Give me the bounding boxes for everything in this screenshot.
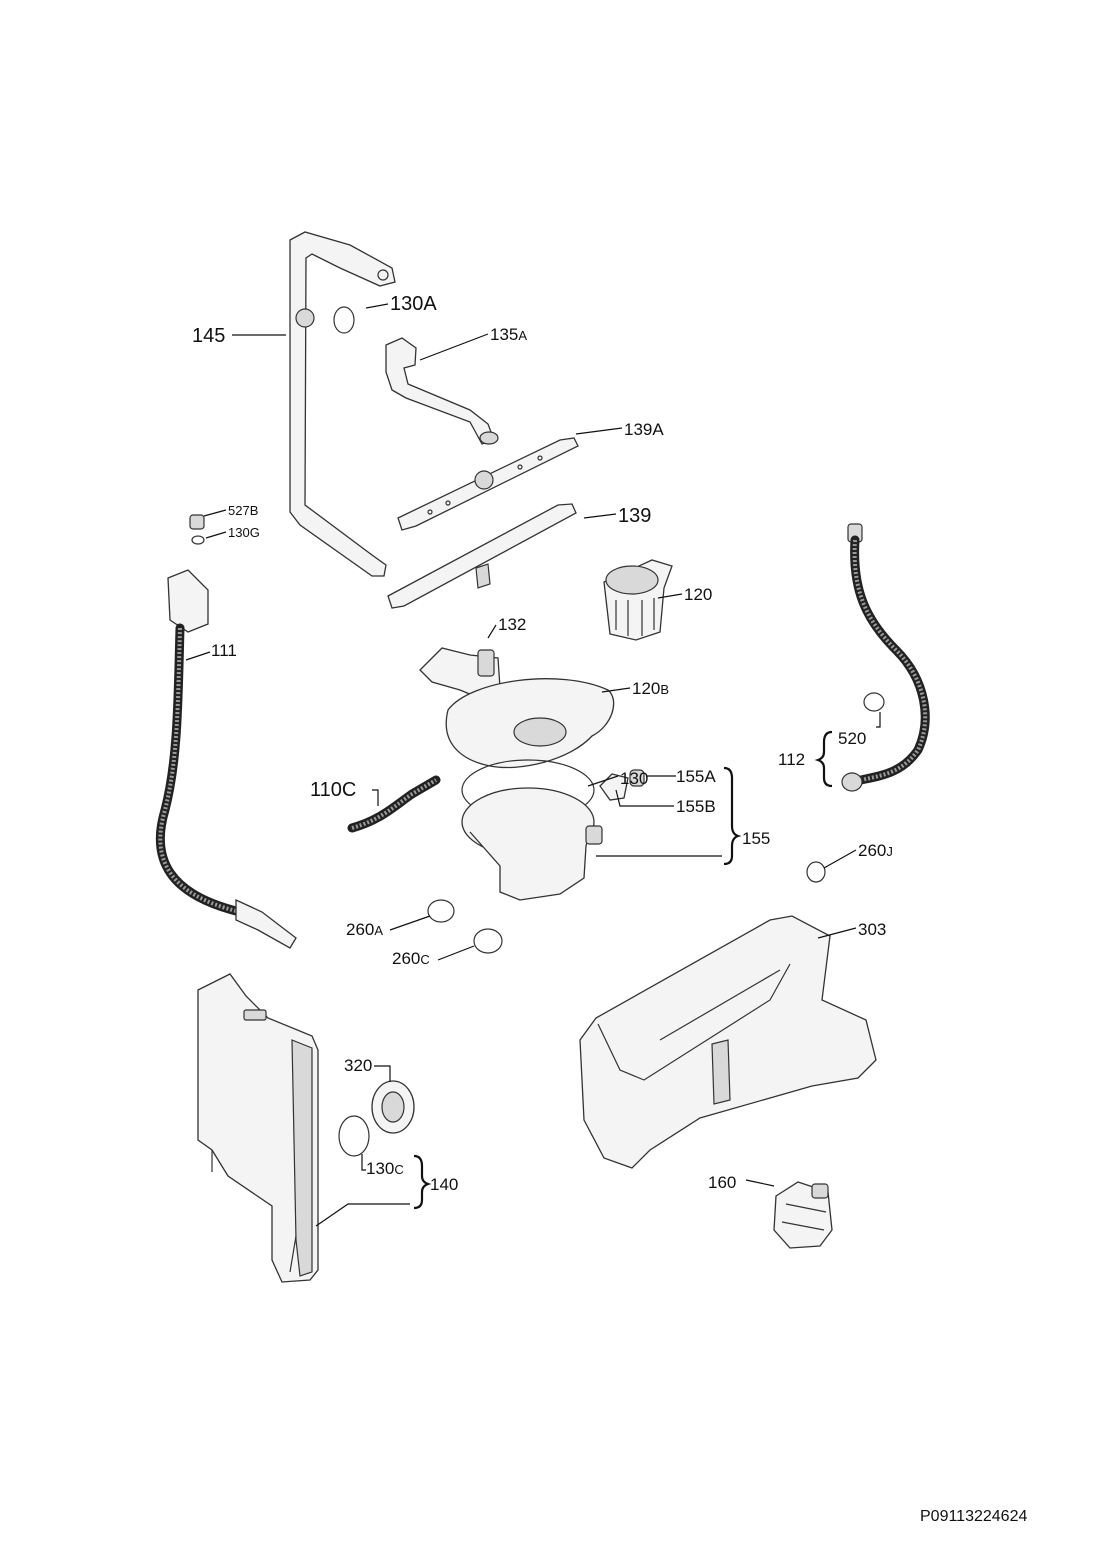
clamp-260c[interactable] — [473, 928, 503, 954]
label-140: 140 — [430, 1175, 458, 1194]
label-139a: 139A — [624, 420, 664, 439]
label-132: 132 — [498, 615, 526, 634]
upper-spray-arm-139a[interactable] — [397, 437, 579, 531]
part-labels: 145 130A 135A 139A 139 527B 130G 111 132… — [192, 293, 893, 1194]
drain-hose-112[interactable] — [841, 523, 930, 792]
label-320: 320 — [344, 1056, 372, 1075]
label-130g: 130G — [228, 525, 260, 540]
arm-connector-135a[interactable] — [385, 337, 499, 445]
label-130: 130 — [620, 769, 648, 788]
brace-112 — [814, 730, 833, 788]
seal-320[interactable] — [371, 1080, 415, 1134]
label-160: 160 — [708, 1173, 736, 1192]
clamp-260a[interactable] — [427, 899, 455, 923]
label-527b: 527B — [228, 503, 258, 518]
label-112: 112 — [778, 750, 805, 769]
brace-140 — [413, 1154, 432, 1210]
document-code: P09113224624 — [920, 1508, 1028, 1525]
ring-130g[interactable] — [191, 535, 205, 545]
brace-155 — [723, 766, 742, 866]
clamp-260j[interactable] — [806, 861, 826, 883]
label-260j: 260J — [858, 841, 893, 860]
filter-120[interactable] — [603, 559, 673, 641]
gasket-130c[interactable] — [338, 1115, 370, 1157]
label-110c: 110C — [310, 779, 356, 801]
label-155b: 155B — [676, 797, 716, 816]
shield-120b[interactable] — [445, 678, 615, 769]
label-260a: 260A — [346, 920, 383, 939]
lower-spray-arm-139[interactable] — [387, 503, 577, 609]
pump-160[interactable] — [773, 1181, 833, 1249]
label-130a: 130A — [390, 293, 437, 315]
label-120: 120 — [684, 585, 712, 604]
label-130c: 130C — [366, 1159, 404, 1178]
label-145: 145 — [192, 325, 225, 347]
sump-assembly[interactable] — [461, 787, 603, 901]
base-frame-303[interactable] — [579, 915, 877, 1169]
gasket-130a[interactable] — [333, 306, 355, 334]
label-303: 303 — [858, 920, 886, 939]
label-111: 111 — [211, 641, 237, 660]
label-120b: 120B — [632, 679, 669, 698]
clip-520[interactable] — [863, 692, 885, 712]
label-155: 155 — [742, 829, 770, 848]
inlet-hose-111[interactable] — [155, 569, 297, 949]
label-155a: 155A — [676, 767, 716, 786]
part-155a[interactable] — [629, 769, 645, 787]
label-135a: 135A — [490, 325, 527, 344]
label-260c: 260C — [392, 949, 430, 968]
part-155b[interactable] — [599, 773, 629, 801]
hose-110c[interactable] — [347, 775, 441, 833]
label-520: 520 — [838, 729, 866, 748]
leader-lines — [185, 303, 881, 1227]
side-panel-140[interactable] — [197, 973, 319, 1283]
upper-spray-pipe-145[interactable] — [289, 231, 396, 577]
plug-527b[interactable] — [189, 514, 205, 530]
label-139: 139 — [618, 505, 651, 527]
